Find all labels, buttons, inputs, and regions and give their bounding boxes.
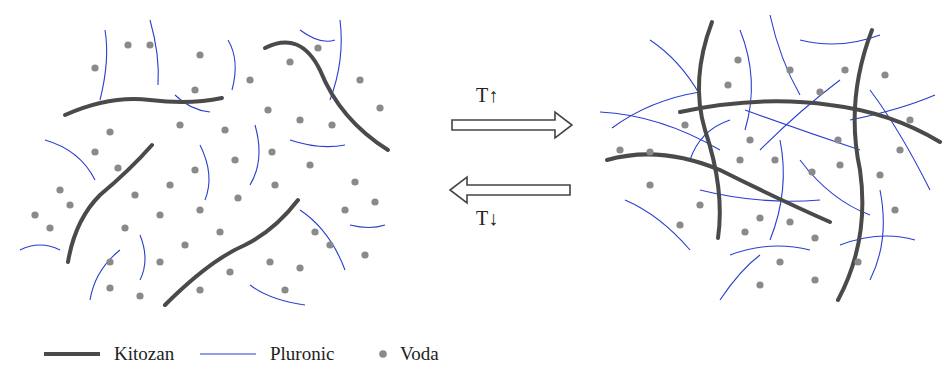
legend-item: Kitozan xyxy=(42,343,174,365)
legend-item: Pluronic xyxy=(198,343,334,365)
legend-item: Voda xyxy=(378,343,439,365)
transition-arrows xyxy=(450,112,572,203)
legend-text: Voda xyxy=(400,343,439,365)
water-dots xyxy=(616,56,913,288)
legend-text: Pluronic xyxy=(270,343,334,365)
chitosan-chains xyxy=(65,42,388,305)
legend-swatch xyxy=(378,347,388,361)
temperature-label-text: T↑ xyxy=(476,84,498,106)
legend-swatch xyxy=(198,347,258,361)
temperature-label: T↑ xyxy=(476,84,498,107)
pluronic-strands xyxy=(20,20,385,305)
temperature-label: T↓ xyxy=(476,207,498,230)
temperature-label-text: T↓ xyxy=(476,207,498,229)
legend-text: Kitozan xyxy=(114,343,174,365)
water-dots xyxy=(31,41,383,299)
chitosan-chains xyxy=(607,22,940,300)
legend-swatch xyxy=(42,347,102,361)
pluronic-strands xyxy=(600,15,935,300)
